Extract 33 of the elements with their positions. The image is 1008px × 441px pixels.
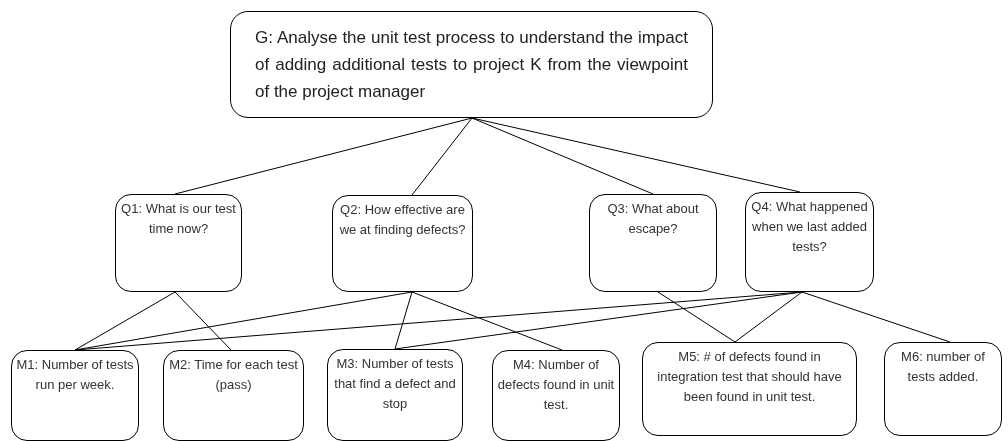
connector-line [394, 291, 413, 350]
box-text: M2: Time for each test (pass) [168, 356, 299, 394]
rounded-box [115, 194, 242, 292]
connector-line [74, 291, 176, 351]
connector-line [471, 117, 654, 195]
rounded-box [163, 350, 304, 441]
goal-box [230, 11, 713, 118]
connector-line [411, 117, 473, 196]
connector-line [657, 291, 736, 343]
rounded-box [589, 194, 717, 292]
box-text: M6: number of tests added. [900, 348, 986, 386]
connector-line [411, 291, 563, 351]
rounded-box [332, 195, 473, 292]
rounded-box [884, 342, 1002, 436]
box-text: M5: # of defects found in integration test that should have been found in unit test. [656, 348, 843, 406]
rounded-box [642, 342, 857, 436]
rounded-box [327, 349, 463, 441]
box-text: M3: Number of tests that find a defect and stop [333, 355, 457, 413]
rounded-box [11, 350, 139, 441]
connector-line [734, 291, 803, 343]
box-text: Q1: What is our test time now? [120, 200, 237, 238]
box-text: Q4: What happened when we last added tests? [750, 198, 869, 256]
connector-line [801, 291, 951, 343]
box-text: M4: Number of defects found in unit test. [497, 356, 615, 414]
connector-line [471, 117, 801, 193]
rounded-box [745, 192, 874, 292]
goal-text: G: Analyse the unit test process to understand the impact of adding additional tests to project K from the viewpoint of the project manager [255, 27, 688, 103]
box-text: Q2: How effective are we at finding defects? [338, 201, 467, 239]
box-text: Q3: What about escape? [606, 200, 700, 238]
rounded-box [492, 350, 620, 441]
connector-line [174, 291, 232, 351]
connector-line [174, 117, 473, 195]
box-text: M1: Number of tests run per week. [16, 356, 134, 394]
